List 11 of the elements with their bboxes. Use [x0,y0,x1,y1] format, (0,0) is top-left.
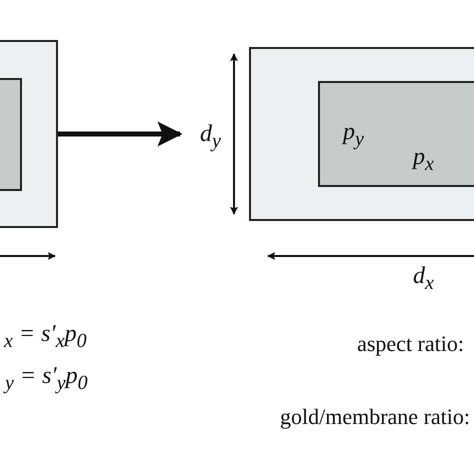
dimension-label: p$_{y}$ [340,118,365,151]
dimension-label: d$_{x}$ [412,262,435,295]
outer-rectangle [249,47,474,221]
dimension-label: d$_{y}$ [199,120,222,153]
arrow [58,122,182,146]
inner-rectangle [318,81,474,187]
label-text: aspect ratio: [357,333,464,355]
label-text: gold/membrane ratio: [280,406,470,428]
equation: $_{y}$ = s′$_{y}$p$_{0}$ [2,362,89,395]
equation: $_{x}$ = s′$_{x}$p$_{0}$ [2,320,88,353]
dimension-label: p$_{x}$ [410,143,435,176]
